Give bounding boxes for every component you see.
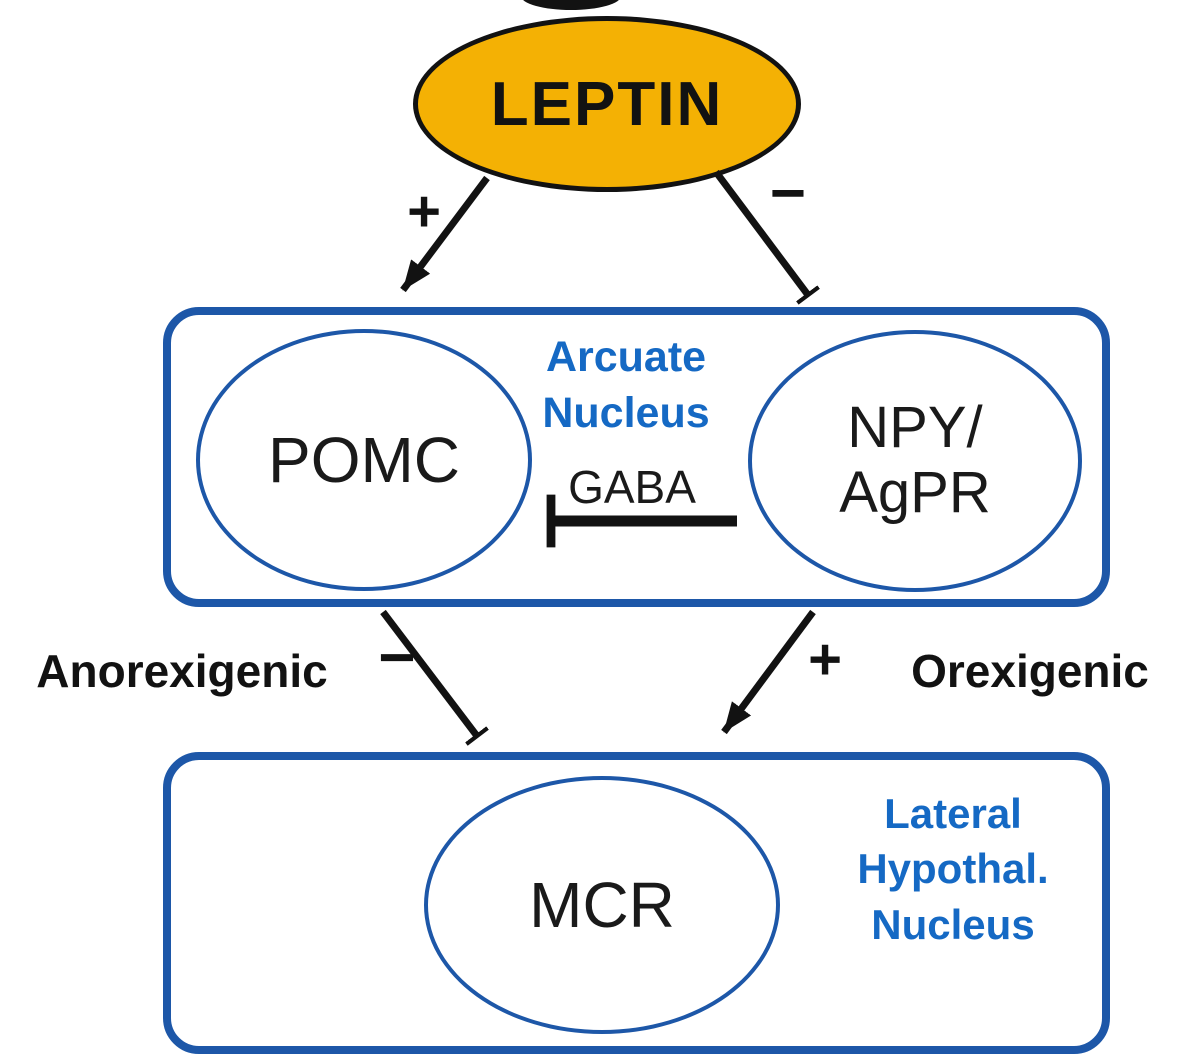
mcr-node: MCR xyxy=(424,776,780,1034)
leptin-pomc-sign: + xyxy=(407,179,441,244)
orexigenic-label: Orexigenic xyxy=(911,645,1149,697)
pomc-node: POMC xyxy=(196,329,532,591)
anorexigenic-label: Anorexigenic xyxy=(36,645,328,697)
lateral-nucleus-label: Lateral Hypothal. Nucleus xyxy=(822,786,1084,952)
arcuate-label-line2: Nucleus xyxy=(542,388,710,437)
lateral-label-line1: Lateral xyxy=(884,790,1022,837)
cropped-top-shape xyxy=(521,0,621,10)
mcr-label: MCR xyxy=(529,869,675,941)
gaba-label: GABA xyxy=(568,461,696,513)
lateral-label-line2: Hypothal. xyxy=(857,845,1049,893)
npy-agpr-label: NPY/ AgPR xyxy=(839,395,991,526)
npy-agpr-node: NPY/ AgPR xyxy=(748,330,1082,592)
pomc-mcr-sign: − xyxy=(378,621,416,693)
npy-mcr-sign: + xyxy=(808,627,842,692)
leptin-node: LEPTIN xyxy=(413,16,801,192)
lateral-label-line3: Nucleus xyxy=(871,900,1035,948)
leptin-npy-sign: − xyxy=(769,159,807,228)
npy-label-line2: AgPR xyxy=(839,460,991,525)
arcuate-label-line1: Arcuate xyxy=(545,333,707,381)
pomc-label: POMC xyxy=(268,424,460,496)
arcuate-nucleus-label: Arcuate Nucleus xyxy=(512,330,740,442)
npy-label-line1: NPY/ xyxy=(847,395,983,461)
leptin-label: LEPTIN xyxy=(490,69,724,139)
